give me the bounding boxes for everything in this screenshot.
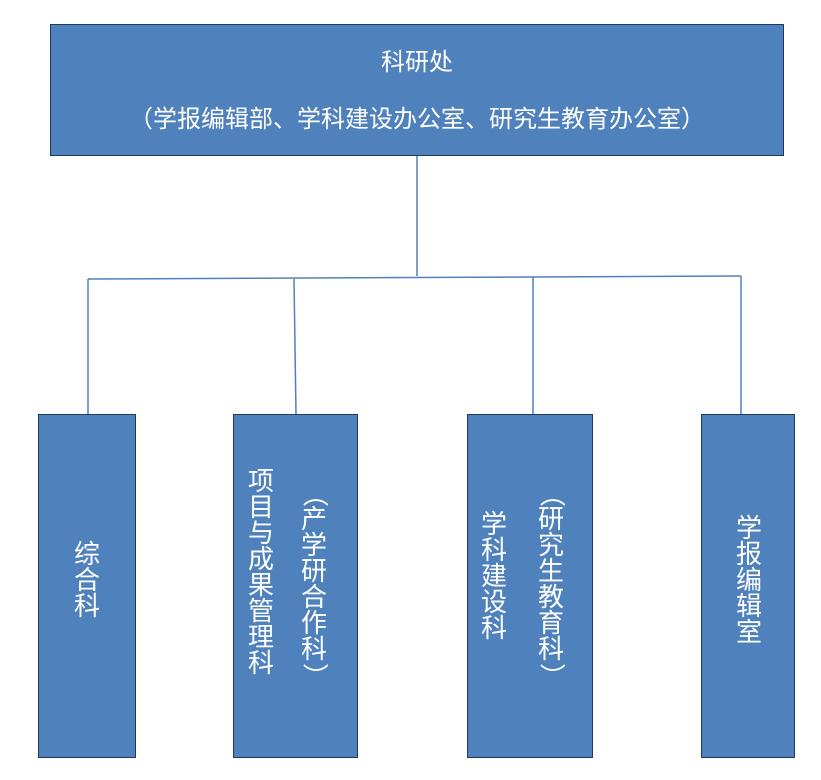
dept-node-journal-editorial-label: 学报编辑室 [736,514,763,648]
dept-node-general: 综合科 [38,414,136,758]
dept-node-discipline-construction-sublabel: （研究生教育科） [536,480,567,690]
dept-node-discipline-construction-label: 学科建设科 [481,510,508,644]
top-node-subtitle: （学报编辑部、学科建设办公室、研究生教育办公室） [129,105,705,133]
top-node-title: 科研处 [381,48,453,76]
dept-node-general-label: 综合科 [73,540,100,622]
dept-node-project-achievement-sublabel: （产学研合作科） [299,480,330,690]
dept-node-discipline-construction: 学科建设科 （研究生教育科） [467,414,593,758]
connector-bus [87,275,742,280]
top-node-research-office: 科研处 （学报编辑部、学科建设办公室、研究生教育办公室） [50,24,784,156]
dept-node-journal-editorial: 学报编辑室 [701,414,795,758]
connector-branch-2 [293,278,297,415]
dept-node-project-achievement-label: 项目与成果管理科 [248,467,275,679]
dept-node-project-achievement: 项目与成果管理科 （产学研合作科） [233,414,358,758]
